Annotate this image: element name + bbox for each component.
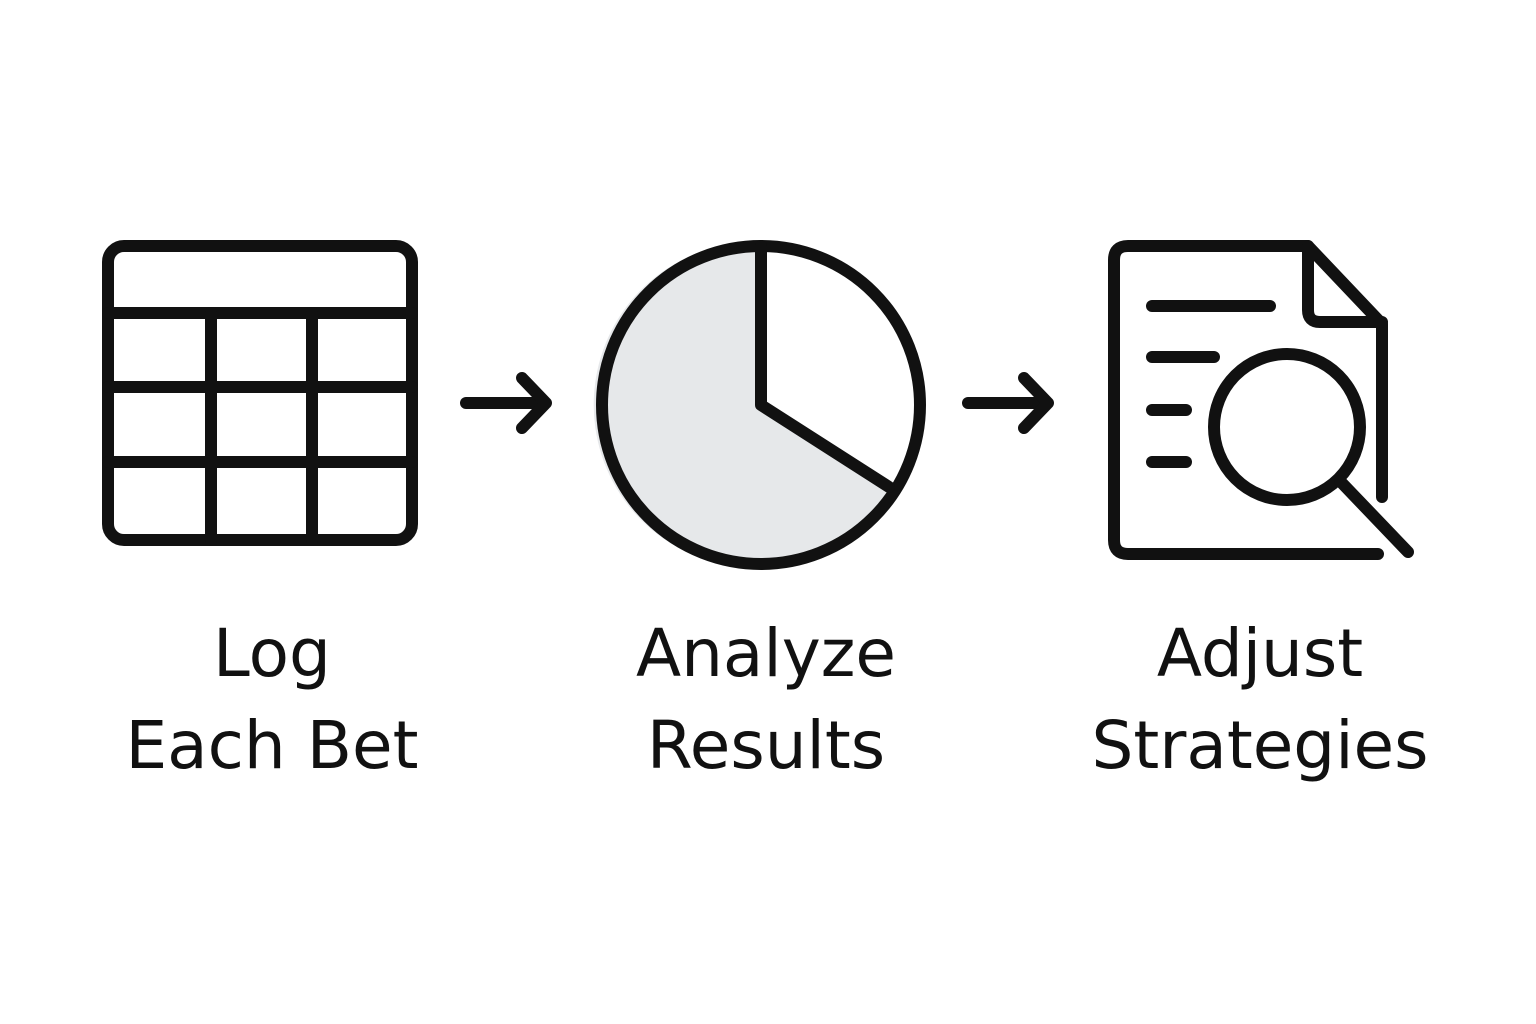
document-search-icon	[1108, 240, 1414, 560]
step-label-line: Each Bet	[125, 707, 419, 784]
step-label-line: Log	[213, 615, 331, 692]
step-label-line: Analyze	[635, 615, 897, 692]
arrow-right-icon	[962, 372, 1054, 434]
arrow-right-icon	[460, 372, 552, 434]
step-label-line: Results	[646, 707, 886, 784]
magnifier-handle-icon	[1334, 475, 1414, 558]
pie-slice-large	[593, 242, 891, 567]
step-label-adjust: Adjust Strategies	[1060, 608, 1460, 792]
table-icon	[102, 240, 418, 546]
document-outline-icon	[1108, 240, 1388, 560]
pie-chart-icon	[593, 240, 926, 570]
magnifier-lens-icon	[1208, 348, 1366, 506]
step-label-analyze: Analyze Results	[594, 608, 938, 792]
step-label-line: Strategies	[1091, 707, 1429, 784]
page-fold-icon	[1302, 240, 1388, 328]
step-label-line: Adjust	[1156, 615, 1364, 692]
pie-slice-divider	[755, 240, 895, 493]
step-label-log: Log Each Bet	[100, 608, 444, 792]
